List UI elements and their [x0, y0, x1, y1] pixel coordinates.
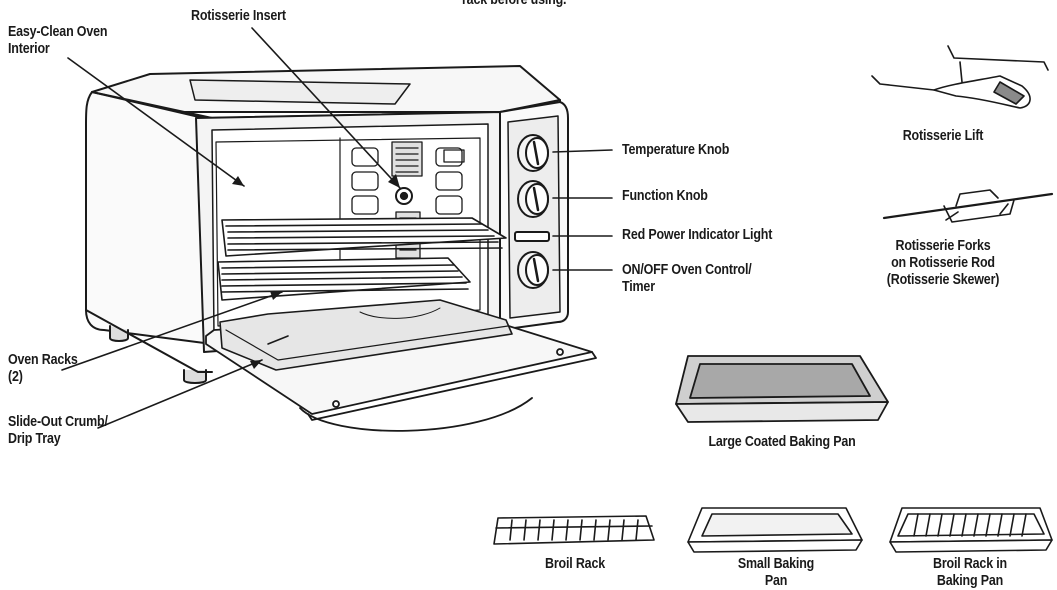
rotisserie-insert-area: [351, 141, 465, 259]
label-timer-line2: Timer: [622, 279, 655, 295]
label-oven-racks: Oven Racks (2): [8, 352, 78, 386]
label-oven-racks-line1: Oven Racks: [8, 352, 78, 368]
label-small-pan-line2: Pan: [764, 573, 788, 589]
label-small-pan-line1: Small Baking: [737, 556, 815, 572]
crumb-tray: [219, 299, 513, 371]
label-crumb-tray-line2: Drip Tray: [8, 431, 61, 447]
label-broil-rack: Broil Rack: [545, 556, 605, 572]
label-oven-racks-line2: (2): [8, 369, 23, 385]
label-large-baking-pan: Large Coated Baking Pan: [708, 434, 856, 450]
oven-rack-lower: [217, 257, 471, 301]
label-easy-clean-line2: Interior: [8, 41, 50, 57]
label-crumb-tray-line1: Slide-Out Crumb/: [8, 414, 108, 430]
small-baking-pan: [687, 507, 863, 553]
control-panel: [507, 115, 561, 319]
label-forks-line1: Rotisserie Forks: [895, 238, 991, 254]
rotisserie-forks: [882, 189, 1054, 223]
label-power-light: Red Power Indicator Light: [622, 227, 773, 243]
label-function-knob: Function Knob: [622, 188, 708, 204]
label-timer-line1: ON/OFF Oven Control/: [622, 262, 752, 278]
label-broil-in-pan-line1: Broil Rack in: [932, 556, 1007, 572]
leader-lines: [61, 27, 613, 429]
label-forks-line2: on Rotisserie Rod: [891, 255, 995, 271]
label-small-baking-pan: Small Baking Pan: [716, 556, 836, 590]
broil-rack-in-pan: [889, 507, 1053, 553]
label-broil-rack-in-pan: Broil Rack in Baking Pan: [910, 556, 1030, 590]
label-rotisserie-forks: Rotisserie Forks on Rotisserie Rod (Roti…: [870, 238, 1016, 289]
large-baking-pan: [675, 355, 889, 423]
label-broil-in-pan-line2: Baking Pan: [936, 573, 1004, 589]
label-rotisserie-insert: Rotisserie Insert: [191, 8, 286, 24]
label-crumb-tray: Slide-Out Crumb/ Drip Tray: [8, 414, 108, 448]
label-easy-clean-interior: Easy-Clean Oven Interior: [8, 24, 107, 58]
label-timer: ON/OFF Oven Control/ Timer: [622, 262, 752, 296]
top-note: rack before using.: [462, 0, 567, 8]
label-forks-line3: (Rotisserie Skewer): [886, 272, 1000, 288]
rotisserie-lift: [871, 45, 1049, 109]
broil-rack: [493, 515, 655, 545]
label-temperature-knob: Temperature Knob: [622, 142, 730, 158]
label-rotisserie-lift: Rotisserie Lift: [902, 128, 984, 144]
oven-rack-upper: [221, 217, 507, 257]
label-easy-clean-line1: Easy-Clean Oven: [8, 24, 108, 40]
